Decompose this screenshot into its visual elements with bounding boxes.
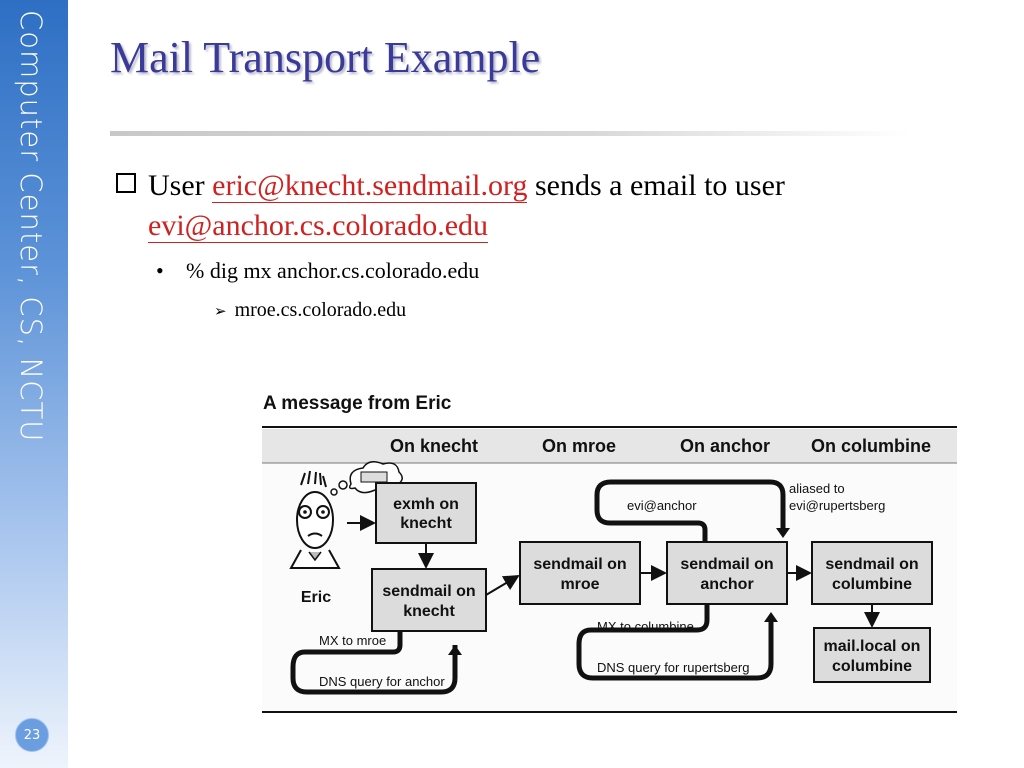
- svg-text:columbine: columbine: [832, 658, 912, 675]
- svg-text:sendmail on: sendmail on: [825, 556, 918, 573]
- sender-email-link[interactable]: eric@knecht.sendmail.org: [212, 169, 528, 203]
- bullet-level2: • % dig mx anchor.cs.colorado.edu: [156, 258, 479, 284]
- svg-text:columbine: columbine: [832, 576, 912, 593]
- round-bullet-icon: •: [156, 258, 164, 283]
- bullet-level3: ➢ mroe.cs.colorado.edu: [214, 299, 406, 322]
- arrow-bullet-icon: ➢: [214, 304, 227, 320]
- square-bullet-icon: [116, 173, 136, 193]
- sidebar: Computer Center, CS, NCTU 23: [0, 0, 68, 768]
- box-sendmail-knecht: sendmail on knecht: [371, 568, 487, 632]
- page-number-badge: 23: [15, 718, 49, 752]
- svg-text:mail.local on: mail.local on: [824, 638, 921, 655]
- alias-loop-anchor: [594, 479, 786, 542]
- svg-text:exmh on: exmh on: [393, 496, 459, 513]
- box-sendmail-columbine: sendmail on columbine: [811, 541, 933, 605]
- column-knecht: On knecht: [390, 436, 478, 456]
- mail-transport-diagram: A message from Eric On knecht On mroe On…: [255, 380, 960, 720]
- svg-text:sendmail on: sendmail on: [680, 556, 773, 573]
- dig-command: % dig mx anchor.cs.colorado.edu: [186, 258, 480, 283]
- evi-anchor-label: evi@anchor: [627, 498, 697, 513]
- dns-loop-anchor: [576, 604, 774, 681]
- aliased-label-line2: evi@rupertsberg: [789, 498, 885, 513]
- box-mail-local-columbine: mail.local on columbine: [813, 627, 931, 683]
- recipient-email-link[interactable]: evi@anchor.cs.colorado.edu: [148, 209, 489, 243]
- column-mroe: On mroe: [542, 436, 616, 456]
- bullet1-prefix: User: [148, 169, 213, 202]
- column-header-band: [262, 429, 957, 463]
- slide-title: Mail Transport Example: [110, 33, 541, 82]
- dns-anchor-label: DNS query for anchor: [319, 674, 445, 689]
- eric-label: Eric: [301, 589, 331, 606]
- diagram-caption: A message from Eric: [263, 393, 452, 414]
- box-sendmail-anchor: sendmail on anchor: [666, 541, 788, 605]
- dns-rupertsberg-label: DNS query for rupertsberg: [597, 660, 749, 675]
- dns-loop-anchor-arrowhead: [764, 612, 778, 622]
- bullet1-middle: sends a email to user: [527, 169, 785, 202]
- mx-result: mroe.cs.colorado.edu: [234, 299, 407, 321]
- alias-loop-arrowhead: [776, 528, 790, 538]
- box-exmh-knecht: exmh on knecht: [375, 482, 477, 544]
- mx-to-mroe-label: MX to mroe: [319, 633, 386, 648]
- dns-loop-knecht: [290, 631, 458, 695]
- mx-columbine-label: MX to columbine: [597, 619, 694, 634]
- dns-loop-knecht-arrowhead: [448, 645, 462, 655]
- svg-text:sendmail on: sendmail on: [533, 556, 626, 573]
- svg-text:knecht: knecht: [403, 603, 455, 620]
- bullet-level1: User eric@knecht.sendmail.org sends a em…: [116, 166, 936, 246]
- svg-text:anchor: anchor: [700, 576, 753, 593]
- column-columbine: On columbine: [811, 436, 931, 456]
- flow-arrows: [347, 515, 880, 628]
- title-divider: [110, 131, 910, 136]
- svg-text:knecht: knecht: [400, 515, 452, 532]
- svg-text:sendmail on: sendmail on: [382, 583, 475, 600]
- box-sendmail-mroe: sendmail on mroe: [519, 541, 641, 605]
- aliased-label-line1: aliased to: [789, 481, 845, 496]
- eric-cartoon-icon: [289, 461, 403, 569]
- column-anchor: On anchor: [680, 436, 770, 456]
- svg-text:mroe: mroe: [560, 576, 599, 593]
- sidebar-title: Computer Center, CS, NCTU: [14, 10, 48, 443]
